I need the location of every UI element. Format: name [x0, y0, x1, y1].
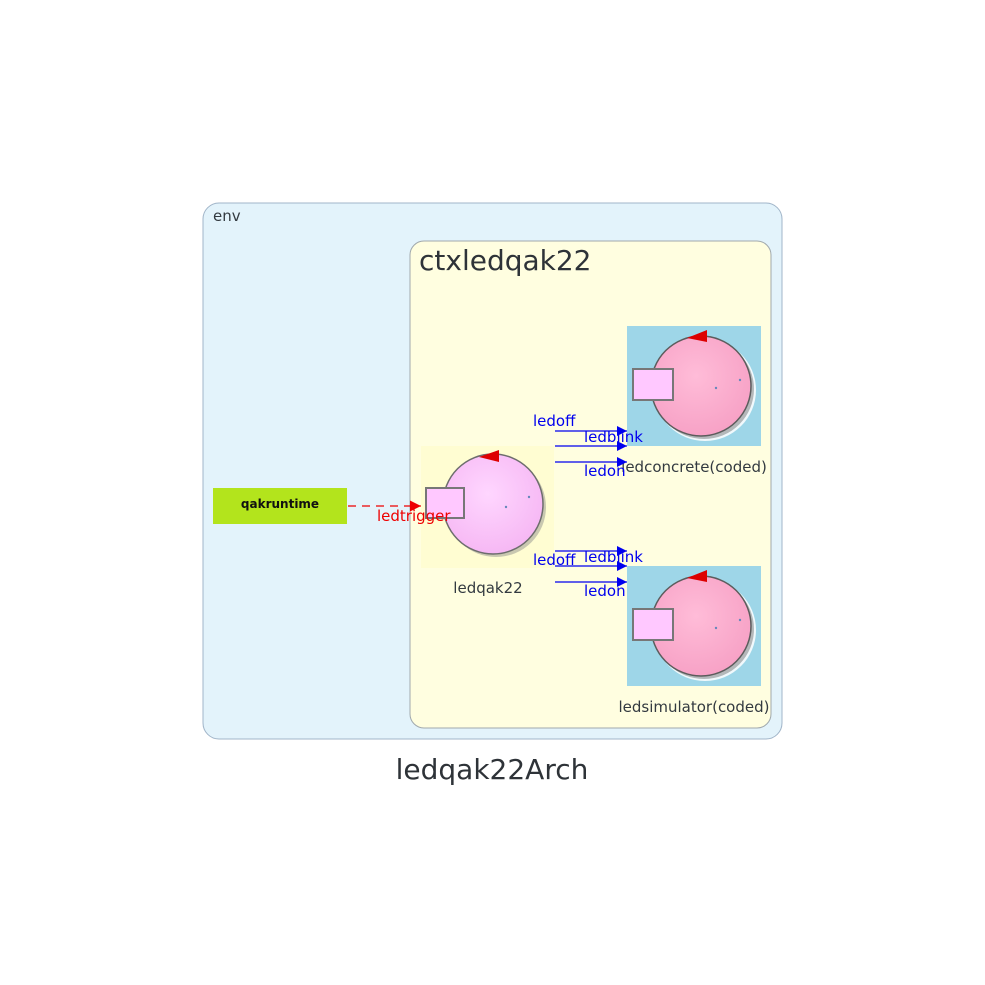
env-label: env	[213, 207, 241, 225]
qakruntime-node[interactable]	[213, 488, 347, 524]
ledconcrete-label: ledconcrete(coded)	[621, 458, 767, 476]
ledsimulator-label: ledsimulator(coded)	[618, 698, 769, 716]
coded-actor-icon	[632, 570, 756, 681]
coded-actor-icon	[632, 330, 756, 441]
ledqak22-label: ledqak22	[453, 579, 522, 597]
ledsimulator-node[interactable]	[627, 566, 761, 686]
qakruntime-label: qakruntime	[241, 497, 319, 511]
edge-ledtrigger-label: ledtrigger	[377, 507, 451, 525]
edge-concrete-ledon-label: ledon	[584, 462, 626, 480]
actor-icon	[425, 450, 546, 557]
diagram-title: ledqak22Arch	[396, 753, 589, 786]
edge-sim-ledblink-label: ledblink	[584, 548, 643, 566]
edge-sim-ledoff-label: ledoff	[533, 551, 576, 569]
edge-sim-ledon-label: ledon	[584, 582, 626, 600]
context-label: ctxledqak22	[419, 244, 592, 277]
ledqak22-node[interactable]	[421, 446, 554, 568]
edge-concrete-ledoff-label: ledoff	[533, 412, 576, 430]
ledconcrete-node[interactable]	[627, 326, 761, 446]
edge-concrete-ledblink-label: ledblink	[584, 428, 643, 446]
